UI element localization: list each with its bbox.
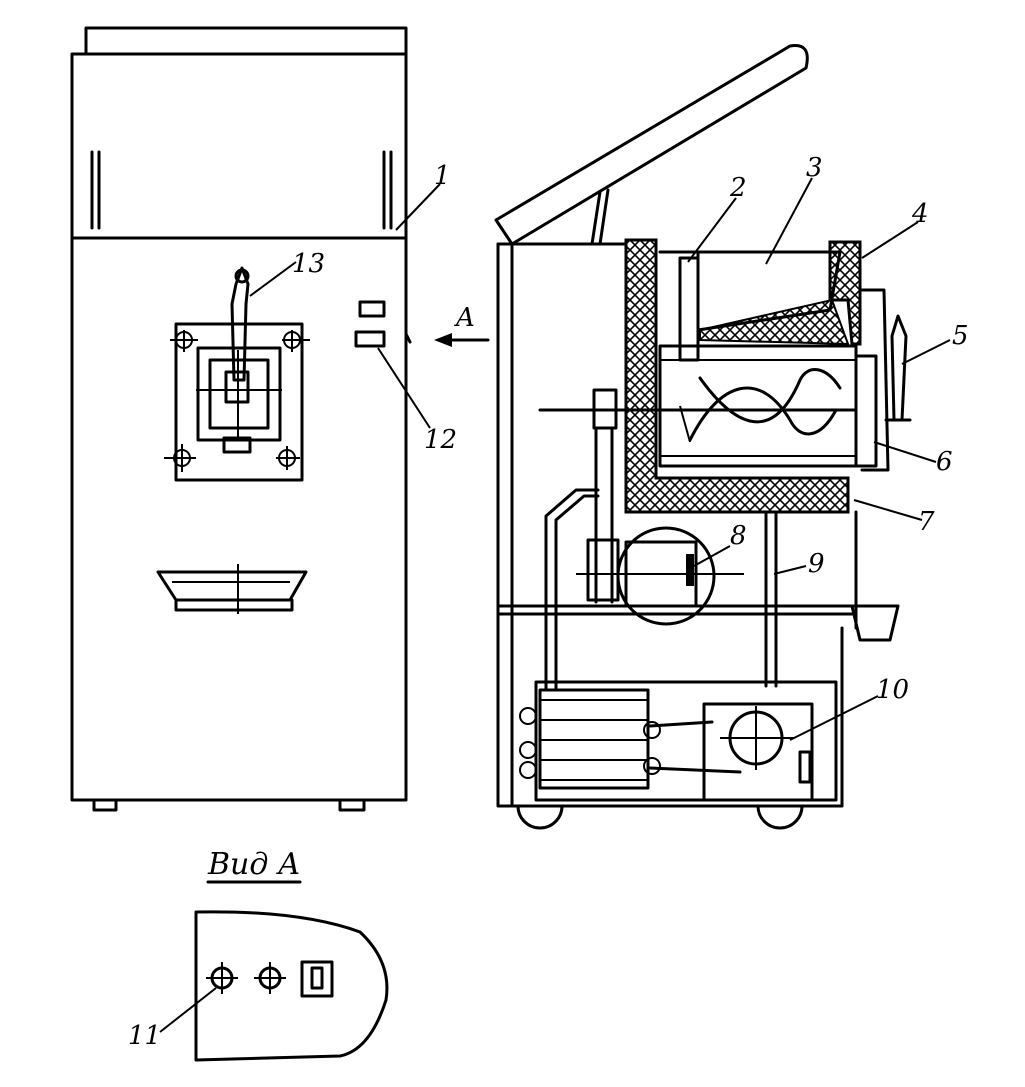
label-1: 1 (434, 161, 451, 191)
label-5: 5 (952, 321, 969, 351)
label-3: 3 (806, 153, 823, 183)
label-13: 13 (292, 249, 325, 279)
compressor-10 (702, 702, 814, 802)
view-a (159, 880, 389, 1062)
label-12: 12 (424, 425, 457, 455)
switch-lower (354, 330, 386, 348)
label-8: 8 (730, 521, 747, 551)
cup-holder (850, 604, 900, 642)
side-view (494, 43, 912, 830)
freezing-cylinder (658, 344, 858, 468)
switch-upper (358, 300, 386, 318)
view-arrow-label: A (454, 303, 475, 333)
label-2: 2 (729, 173, 747, 203)
dispense-lever (230, 266, 250, 382)
label-11: 11 (128, 1021, 161, 1051)
label-10: 10 (876, 675, 909, 705)
view-a-title: Вид А (207, 847, 301, 882)
label-9: 9 (808, 549, 825, 579)
view-arrow (434, 333, 490, 347)
dispenser-plate (164, 322, 310, 482)
drip-tray (156, 564, 308, 614)
motor-8 (576, 526, 744, 626)
label-4: 4 (911, 199, 929, 229)
front-view (70, 26, 412, 812)
condenser (519, 680, 838, 802)
auger-6 (538, 368, 858, 443)
label-7: 7 (918, 507, 935, 537)
label-6: 6 (936, 447, 953, 477)
